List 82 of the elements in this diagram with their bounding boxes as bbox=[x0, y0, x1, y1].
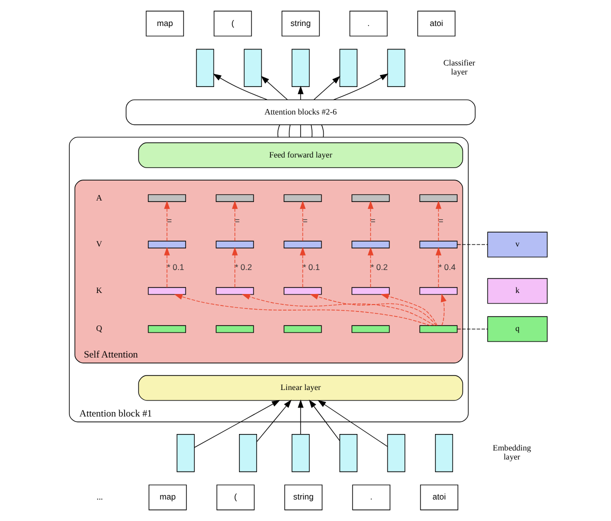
node-box: map bbox=[146, 10, 184, 36]
edge-label: = bbox=[234, 216, 240, 226]
node-bar bbox=[148, 194, 186, 202]
edge-label: = bbox=[302, 216, 308, 226]
node-bar bbox=[419, 194, 458, 202]
arrow bbox=[300, 247, 306, 288]
arrow bbox=[300, 200, 306, 242]
edge-label: * 0.1 bbox=[167, 262, 184, 272]
node-bar bbox=[284, 325, 322, 333]
node-box: ( bbox=[214, 10, 252, 36]
node-bar bbox=[216, 287, 254, 295]
node-bar bbox=[419, 287, 458, 295]
connector bbox=[310, 124, 312, 138]
node-box: map bbox=[148, 484, 187, 510]
arrow bbox=[242, 294, 435, 326]
node-box: atoi bbox=[417, 10, 456, 36]
edge-label: * 0.4 bbox=[438, 262, 456, 272]
node-bar bbox=[216, 194, 254, 202]
node-bar bbox=[352, 325, 390, 333]
node-box bbox=[244, 48, 262, 87]
node-box bbox=[435, 434, 454, 472]
node-bar bbox=[352, 240, 390, 248]
node-box bbox=[292, 434, 310, 472]
arrow bbox=[256, 400, 292, 442]
node-bar bbox=[419, 325, 458, 333]
node-bar bbox=[216, 240, 254, 248]
connector bbox=[277, 124, 280, 138]
node-box: string bbox=[284, 484, 322, 510]
node-bar bbox=[148, 240, 186, 248]
arrow bbox=[164, 247, 170, 288]
arrow bbox=[440, 294, 446, 326]
node-box bbox=[387, 48, 406, 87]
connector bbox=[456, 328, 488, 330]
arrow bbox=[318, 400, 388, 447]
node-box bbox=[239, 434, 258, 472]
node-bar bbox=[284, 194, 322, 202]
edge-label: = bbox=[438, 216, 444, 226]
node-box bbox=[339, 434, 358, 472]
connector bbox=[321, 124, 324, 138]
edge-label: * 0.2 bbox=[370, 262, 388, 272]
node-box: atoi bbox=[420, 484, 458, 510]
arrow bbox=[368, 200, 374, 242]
node-box: ( bbox=[216, 484, 255, 510]
arrow bbox=[436, 200, 442, 242]
node-box bbox=[292, 48, 310, 87]
arrow bbox=[310, 294, 436, 326]
arrow bbox=[380, 294, 438, 326]
arrow bbox=[194, 400, 280, 448]
node-bar bbox=[284, 240, 322, 248]
arrow bbox=[298, 399, 304, 435]
arrow bbox=[436, 247, 442, 288]
arrow bbox=[308, 400, 340, 442]
node-box: . bbox=[352, 484, 390, 510]
edge-label: * 0.1 bbox=[302, 262, 320, 272]
edge-label: = bbox=[370, 216, 376, 226]
edge-label: * 0.2 bbox=[234, 262, 252, 272]
node-bar bbox=[284, 287, 322, 295]
node-box: . bbox=[349, 10, 388, 36]
node-bar bbox=[352, 287, 390, 295]
node-box: string bbox=[282, 10, 320, 36]
arrow bbox=[174, 294, 431, 326]
node-box bbox=[176, 434, 195, 472]
node-bar bbox=[352, 194, 390, 202]
node-bar bbox=[419, 240, 458, 248]
connector bbox=[288, 124, 291, 138]
arrow bbox=[232, 200, 238, 242]
arrow bbox=[333, 74, 388, 100]
node-bar bbox=[148, 287, 186, 295]
connector bbox=[456, 244, 488, 245]
arrow bbox=[368, 247, 374, 288]
edge-label: = bbox=[166, 216, 172, 226]
node-box bbox=[387, 434, 406, 472]
arrow bbox=[164, 200, 170, 242]
node-bar bbox=[148, 325, 186, 333]
connector bbox=[300, 124, 301, 138]
node-box bbox=[339, 48, 358, 87]
node-box bbox=[196, 48, 214, 87]
arrow bbox=[314, 76, 340, 100]
arrow bbox=[212, 74, 268, 100]
arrow bbox=[232, 247, 238, 288]
node-bar bbox=[216, 325, 254, 333]
arrow bbox=[260, 76, 288, 100]
